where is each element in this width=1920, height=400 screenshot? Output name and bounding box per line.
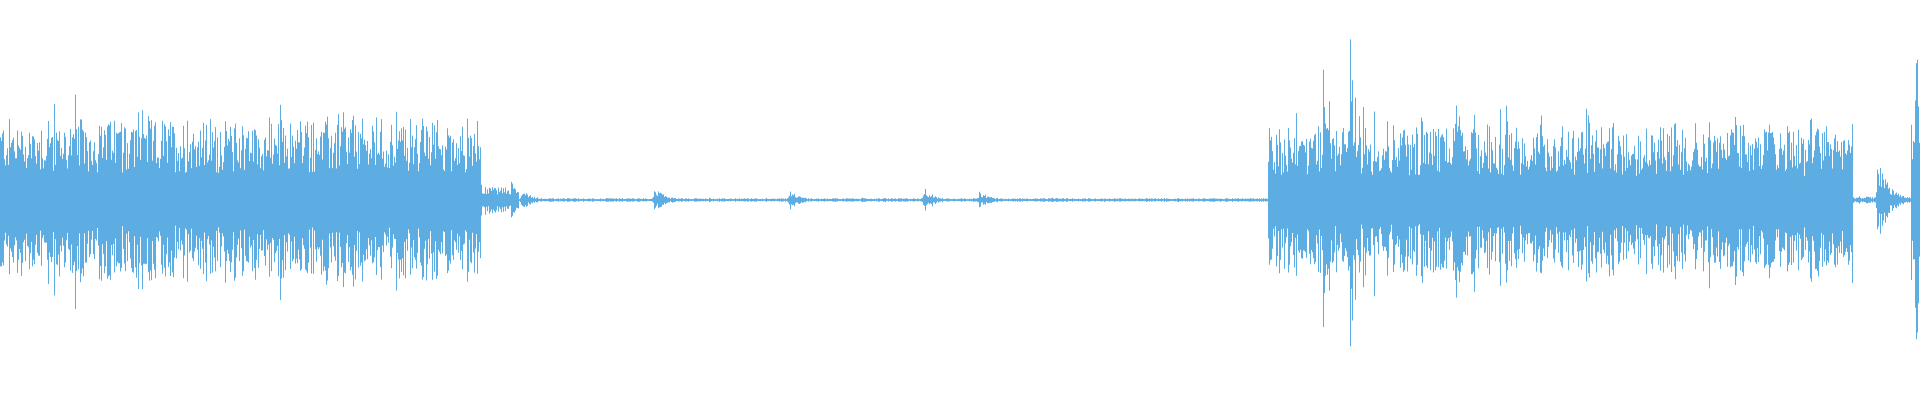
waveform-canvas: [0, 39, 1920, 347]
audio-waveform: [0, 39, 1920, 347]
